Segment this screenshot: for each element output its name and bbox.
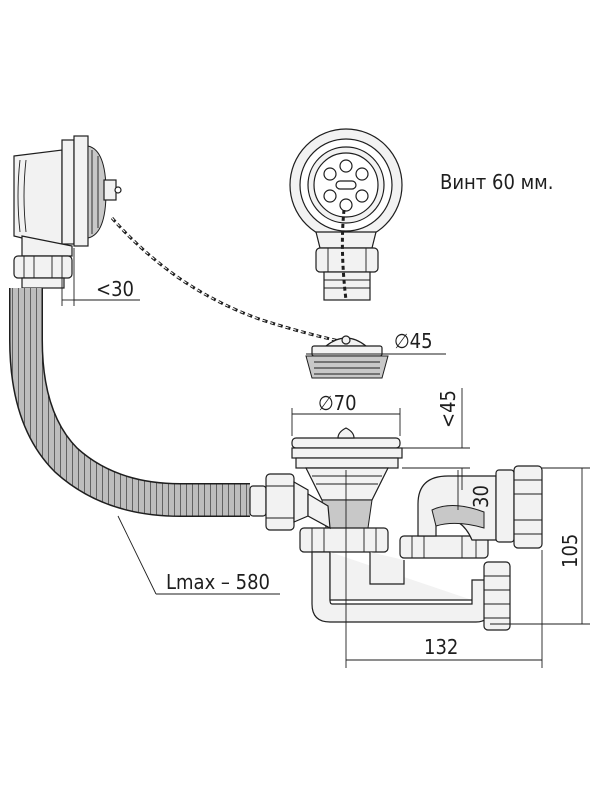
label-screw: Винт 60 мм. bbox=[440, 170, 553, 194]
stopper-chain bbox=[110, 217, 345, 344]
label-offset-45: <45 bbox=[436, 390, 460, 428]
overflow-head bbox=[13, 135, 122, 289]
label-105: 105 bbox=[558, 534, 582, 568]
label-30: 30 bbox=[469, 485, 493, 508]
dimension-105: 105 bbox=[490, 467, 590, 625]
label-132: 132 bbox=[424, 635, 458, 659]
label-dia-45: ∅45 bbox=[394, 329, 433, 353]
dimension-offset-45: <45 bbox=[402, 388, 470, 490]
drain-grille-view bbox=[289, 128, 403, 301]
main-siphon bbox=[249, 427, 543, 631]
label-dia-70: ∅70 bbox=[318, 391, 357, 415]
dimension-dia-70: ∅70 bbox=[291, 391, 401, 436]
stopper-plug bbox=[305, 335, 389, 379]
dimension-lmax: Lmax – 580 bbox=[117, 515, 280, 595]
label-lmax: Lmax – 580 bbox=[166, 570, 270, 594]
dimension-132: 132 bbox=[345, 470, 543, 668]
dimension-offset-30: <30 bbox=[61, 248, 140, 306]
dimension-30: 30 bbox=[457, 470, 493, 510]
label-offset-30: <30 bbox=[96, 277, 134, 301]
corrugated-hose bbox=[9, 288, 250, 517]
dimension-dia-45: ∅45 bbox=[306, 329, 446, 355]
